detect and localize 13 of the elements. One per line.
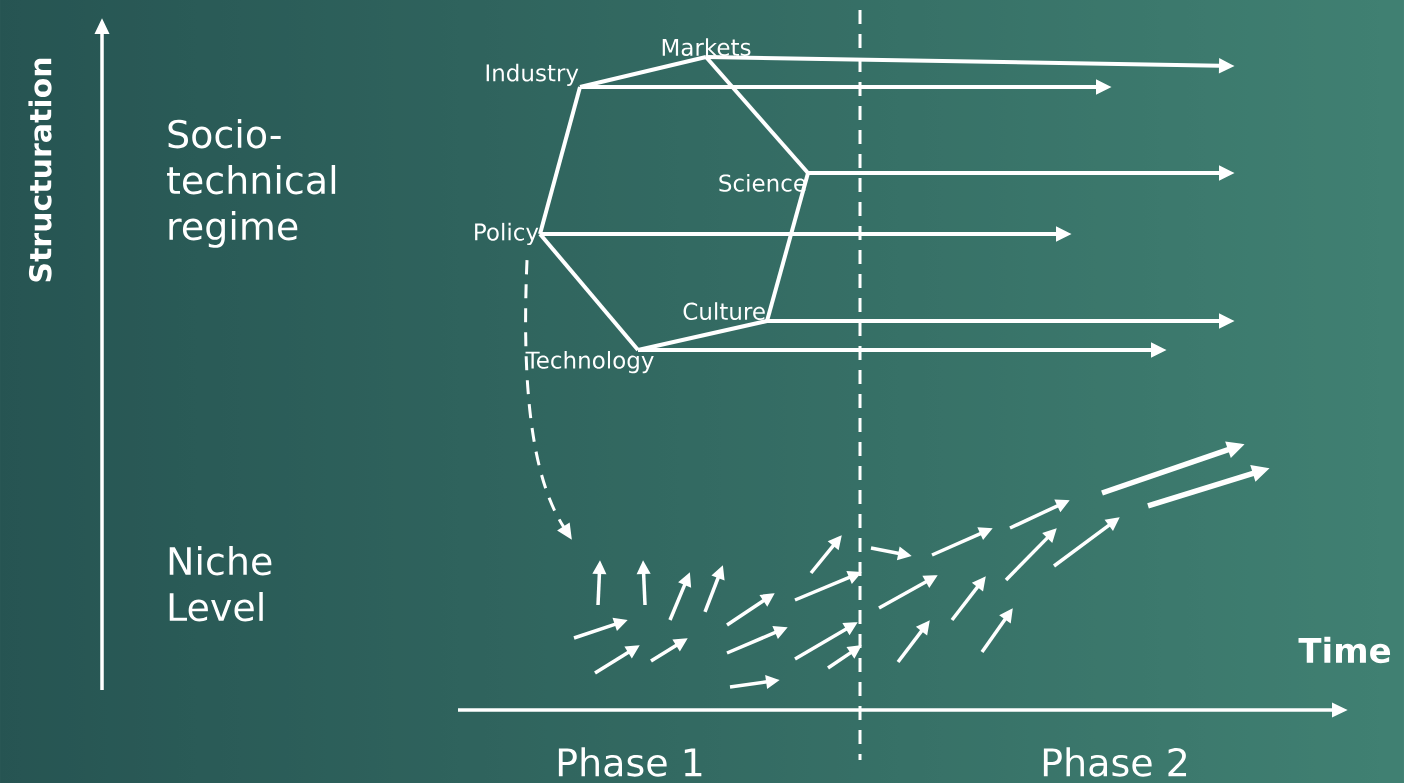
- axis-label: Phase 1: [558, 747, 702, 777]
- vertex-label: Policy: [475, 222, 539, 246]
- axis-label: Socio-technical regime: [167, 119, 336, 248]
- vertex-label: Culture: [683, 302, 765, 320]
- vertex-label: Markets: [662, 38, 751, 56]
- regime-line: [765, 172, 810, 322]
- axis-label: Structuration: [28, 58, 52, 282]
- regime-line: [538, 86, 582, 235]
- axis-label: Time: [1298, 636, 1391, 664]
- regime-line: [538, 232, 640, 352]
- axis-label: Niche Level: [169, 546, 272, 622]
- axis-label: Phase 2: [1043, 747, 1187, 777]
- vertex-label: Industry: [486, 63, 579, 86]
